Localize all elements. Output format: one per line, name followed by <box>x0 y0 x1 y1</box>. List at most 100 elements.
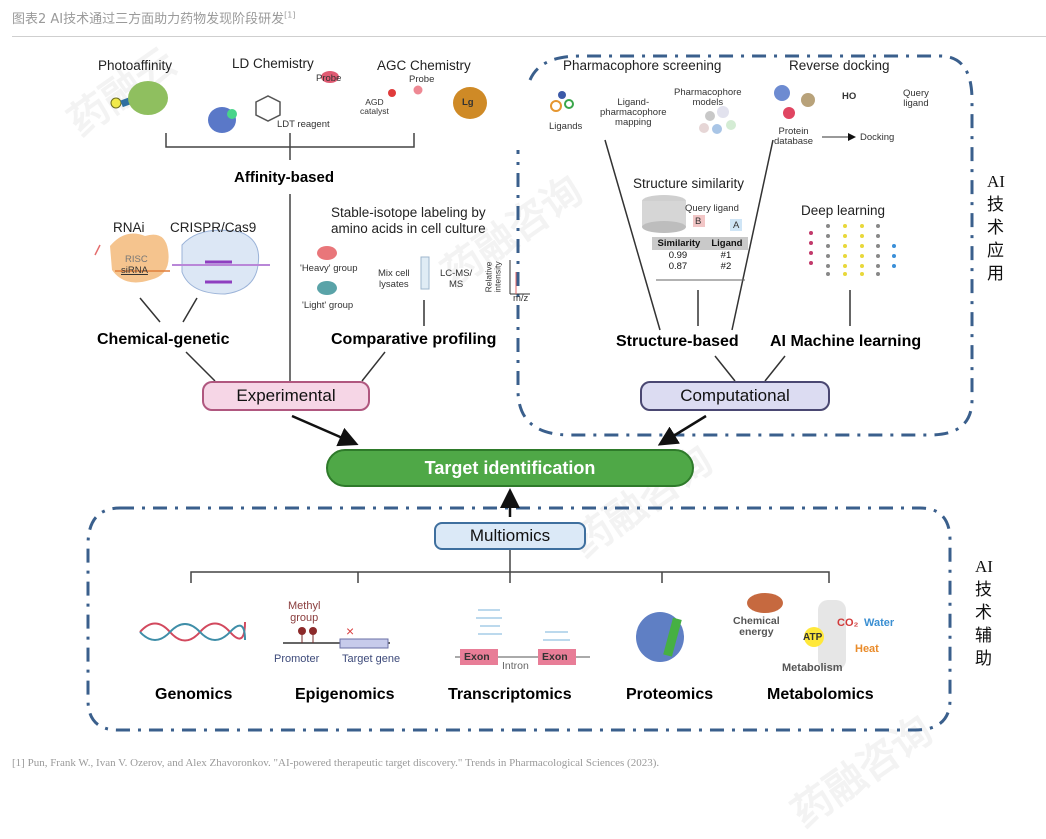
neural-node <box>892 264 896 268</box>
affinity-based-label: Affinity-based <box>234 169 335 186</box>
agd-catalyst-label: AGD catalyst <box>360 97 389 116</box>
side-label-char: 术 <box>975 603 992 622</box>
table-header-similarity: Similarity <box>657 238 701 249</box>
target-identification-pill: Target identification <box>326 449 694 487</box>
omics-genomics: Genomics <box>155 686 233 703</box>
table-row: 0.87 #2 <box>652 261 748 272</box>
heavy-group-label: 'Heavy' group <box>300 263 358 274</box>
relative-intensity-label: Relative intensity <box>483 261 503 293</box>
rnai-label: RNAi <box>113 220 145 235</box>
diagram-lines: × <box>86 54 974 732</box>
neural-node <box>876 254 880 258</box>
side-label-char: AI <box>987 172 1005 191</box>
deep-learning-label: Deep learning <box>801 203 886 218</box>
docking-label: Docking <box>860 132 895 143</box>
target-gene-label: Target gene <box>342 653 401 665</box>
exon-label: Exon <box>464 651 490 663</box>
neural-node <box>892 244 896 248</box>
risc-label: RISC <box>125 254 148 265</box>
ho-label: HO <box>842 91 857 102</box>
side-label-char: 技 <box>975 580 992 599</box>
neural-node <box>809 251 813 255</box>
table-row: 0.99 #1 <box>652 250 748 261</box>
water-label: Water <box>864 617 895 629</box>
co2-label: CO₂ <box>837 617 859 629</box>
neural-node <box>809 241 813 245</box>
ss-query-ligand-label: Query ligand <box>685 203 739 214</box>
neural-node <box>809 231 813 235</box>
svg-text:×: × <box>346 623 354 639</box>
reverse-docking-label: Reverse docking <box>789 58 890 73</box>
table-cell: 0.99 <box>668 250 688 261</box>
figure-title-text: 图表2 AI技术通过三方面助力药物发现阶段研发 <box>12 12 285 27</box>
neural-node <box>843 254 847 258</box>
side-label-char: 应 <box>987 241 1004 260</box>
methyl-group-label: Methyl group <box>288 600 321 624</box>
structure-similarity-label: Structure similarity <box>633 176 745 191</box>
multiomics-pill: Multiomics <box>434 522 586 550</box>
ss-b-label: B <box>695 216 702 227</box>
omics-proteomics: Proteomics <box>626 686 714 703</box>
photoaffinity-label: Photoaffinity <box>98 58 173 73</box>
neural-node <box>843 244 847 248</box>
side-label-char: 辅 <box>975 626 992 645</box>
rnai-illustration <box>94 233 170 283</box>
chemical-energy-label: Chemical energy <box>733 615 780 638</box>
ligands-label: Ligands <box>549 121 583 132</box>
side-label-char: 技 <box>987 195 1004 214</box>
ligand-mapping-label: Ligand- pharmacophore mapping <box>600 97 667 128</box>
mix-lysates-label: Mix cell lysates <box>378 268 410 290</box>
neural-node <box>876 224 880 228</box>
reference-footnote: [1] Pun, Frank W., Ivan V. Ozerov, and A… <box>12 757 660 769</box>
mz-label: m/z <box>513 293 529 304</box>
ldt-reagent-label: LDT reagent <box>277 119 330 130</box>
pharmacophore-illustration <box>550 91 736 134</box>
title-divider <box>12 36 1046 37</box>
crispr-illustration <box>172 229 270 295</box>
silac-illustration <box>317 246 530 295</box>
ai-application-label: AI 技 术 应 用 <box>987 170 1011 285</box>
table-header-ligand: Ligand <box>711 238 743 249</box>
intron-label: Intron <box>502 660 529 672</box>
table-cell: 0.87 <box>668 261 688 272</box>
sirna-label: siRNA <box>121 265 148 276</box>
similarity-table: Similarity Ligand 0.99 #1 0.87 #2 <box>652 237 748 272</box>
heat-label: Heat <box>855 643 879 655</box>
pharmacophore-screening-label: Pharmacophore screening <box>563 58 722 73</box>
neural-node <box>860 224 864 228</box>
neural-node <box>876 272 880 276</box>
omics-transcriptomics: Transcriptomics <box>448 686 572 703</box>
photoaffinity-illustration <box>110 81 168 115</box>
experimental-pill: Experimental <box>202 381 370 411</box>
neural-node <box>876 244 880 248</box>
neural-node <box>860 244 864 248</box>
silac-title-line1: Stable-isotope labeling by <box>331 205 486 220</box>
neural-node <box>843 264 847 268</box>
ld-chemistry-illustration <box>208 71 339 133</box>
agc-probe-label: Probe <box>409 74 435 85</box>
neural-node <box>826 272 830 276</box>
side-label-char: 术 <box>987 218 1004 237</box>
leaving-group-label: Lg <box>462 97 474 108</box>
agc-chemistry-illustration <box>388 85 487 119</box>
structure-similarity-illustration <box>642 195 742 233</box>
neural-node <box>892 254 896 258</box>
computational-pill: Computational <box>640 381 830 411</box>
neural-node <box>876 234 880 238</box>
omics-epigenomics: Epigenomics <box>295 686 395 703</box>
query-ligand-label: Query ligand <box>903 88 929 109</box>
epigenomics-illustration: × <box>283 623 390 649</box>
reverse-docking-illustration <box>774 85 856 141</box>
ss-a-label: A <box>733 220 740 231</box>
metabolomics-illustration <box>747 593 846 670</box>
table-cell: #1 <box>720 250 732 261</box>
table-cell: #2 <box>720 261 732 272</box>
neural-node <box>826 254 830 258</box>
deep-learning-illustration <box>809 224 896 276</box>
pharmacophore-models-label: Pharmacophore models <box>674 87 742 108</box>
neural-node <box>809 261 813 265</box>
proteomics-illustration <box>636 612 684 662</box>
neural-node <box>860 264 864 268</box>
light-group-label: 'Light' group <box>302 300 354 311</box>
structure-based-label: Structure-based <box>616 333 739 350</box>
